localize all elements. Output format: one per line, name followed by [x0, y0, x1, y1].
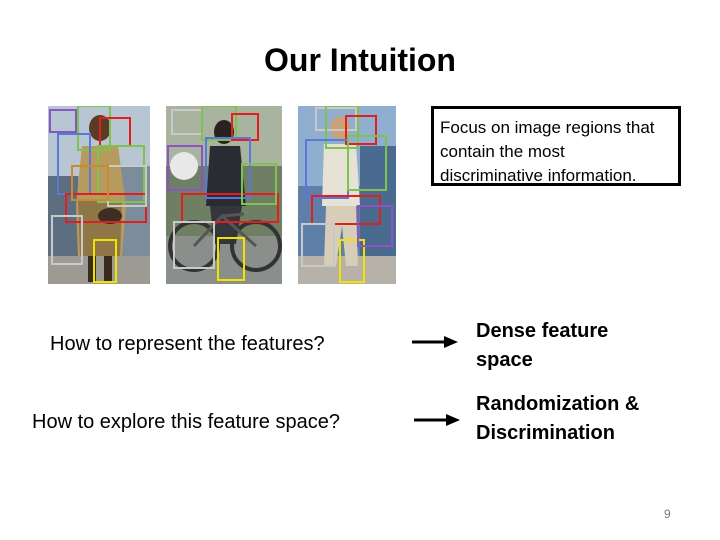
arrow-right-icon [414, 414, 460, 426]
arrow-right-icon [412, 336, 458, 348]
photo-man-walking [298, 106, 396, 284]
page-number: 9 [664, 507, 671, 521]
question-explore-feature-space: How to explore this feature space? [32, 411, 340, 433]
answer-randomization-discrimination: Randomization & Discrimination [476, 390, 639, 448]
answer-line: Dense feature [476, 320, 609, 342]
slide-title: Our Intuition [264, 42, 456, 78]
question-represent-features: How to represent the features? [50, 333, 325, 355]
answer-line: Randomization & [476, 393, 640, 415]
answer-line: Discrimination [476, 422, 615, 444]
callout-box: Focus on image regions that contain the … [431, 106, 681, 186]
answer-line: space [476, 349, 533, 371]
answer-dense-feature-space: Dense feature space [476, 317, 608, 375]
photo-person-bicycle [166, 106, 282, 284]
photo-woman-handbag [48, 106, 150, 284]
